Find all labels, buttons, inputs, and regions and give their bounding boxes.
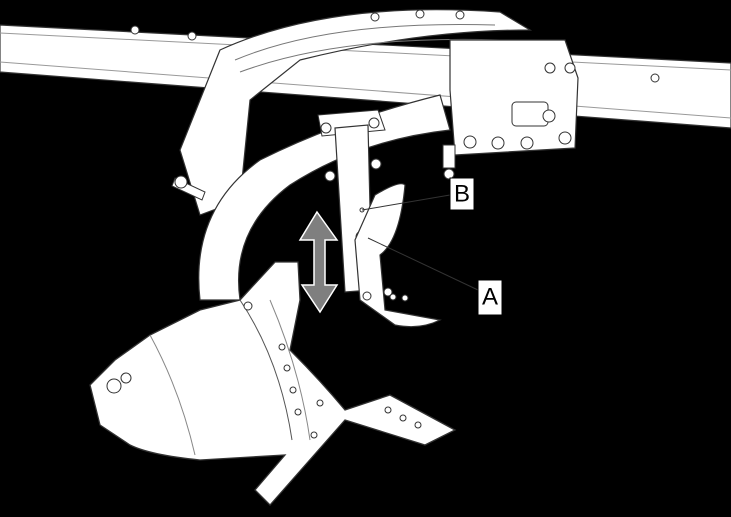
leader-line-b: [361, 194, 451, 211]
callout-b: B: [449, 177, 475, 211]
plough-body: [89, 261, 457, 506]
callout-a-label: A: [482, 283, 498, 310]
skimmer: [354, 183, 442, 328]
clamp-block: [442, 39, 579, 180]
callout-a: A: [477, 279, 503, 316]
callout-b-label: B: [454, 180, 470, 207]
adjustment-arrow: [298, 210, 339, 314]
leader-line-a: [367, 237, 479, 291]
